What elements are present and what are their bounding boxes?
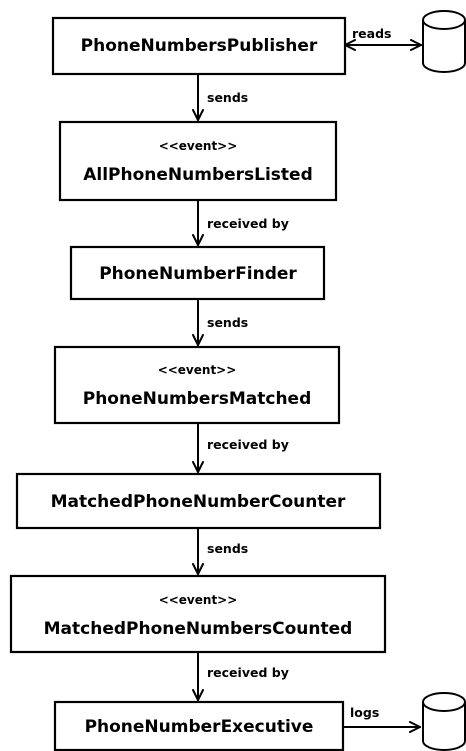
stereotype-label: <<event>> [159, 139, 238, 153]
edge-label: sends [207, 541, 248, 556]
database-icon [422, 692, 466, 751]
node-label: PhoneNumbersMatched [83, 389, 312, 409]
stereotype-label: <<event>> [158, 363, 237, 377]
edge-publisher-to-event1: sends [192, 73, 248, 121]
edge-counter-to-event3: sends [192, 527, 248, 575]
node-label: PhoneNumbersPublisher [81, 36, 318, 56]
node-phone-numbers-publisher: PhoneNumbersPublisher [51, 16, 347, 76]
edge-label: sends [207, 315, 248, 330]
edge-label: received by [207, 437, 289, 452]
node-all-phone-numbers-listed-event: <<event>> AllPhoneNumbersListed [58, 120, 338, 202]
edge-executive-logs-database: logs [342, 705, 421, 733]
stereotype-label: <<event>> [159, 593, 238, 607]
node-phone-number-finder: PhoneNumberFinder [69, 245, 326, 301]
edge-event2-to-counter: received by [192, 422, 289, 473]
node-phone-numbers-matched-event: <<event>> PhoneNumbersMatched [53, 345, 341, 425]
database-icon [422, 10, 466, 73]
node-label: MatchedPhoneNumbersCounted [44, 619, 353, 639]
node-matched-phone-numbers-counted-event: <<event>> MatchedPhoneNumbersCounted [9, 574, 387, 654]
edge-label: received by [207, 665, 289, 680]
edge-finder-to-event2: sends [192, 298, 248, 346]
edge-label: logs [350, 705, 379, 720]
edge-label: received by [207, 216, 289, 231]
edge-event3-to-executive: received by [192, 651, 289, 701]
node-label: AllPhoneNumbersListed [83, 165, 313, 185]
node-phone-number-executive: PhoneNumberExecutive [53, 700, 345, 751]
node-matched-phone-number-counter: MatchedPhoneNumberCounter [15, 472, 382, 530]
edge-event1-to-finder: received by [192, 199, 289, 246]
node-label: PhoneNumberFinder [99, 264, 297, 284]
node-label: MatchedPhoneNumberCounter [51, 492, 346, 512]
node-label: PhoneNumberExecutive [85, 717, 314, 737]
edge-publisher-reads-database: reads [344, 26, 422, 51]
edge-label: reads [352, 26, 391, 41]
edge-label: sends [207, 90, 248, 105]
